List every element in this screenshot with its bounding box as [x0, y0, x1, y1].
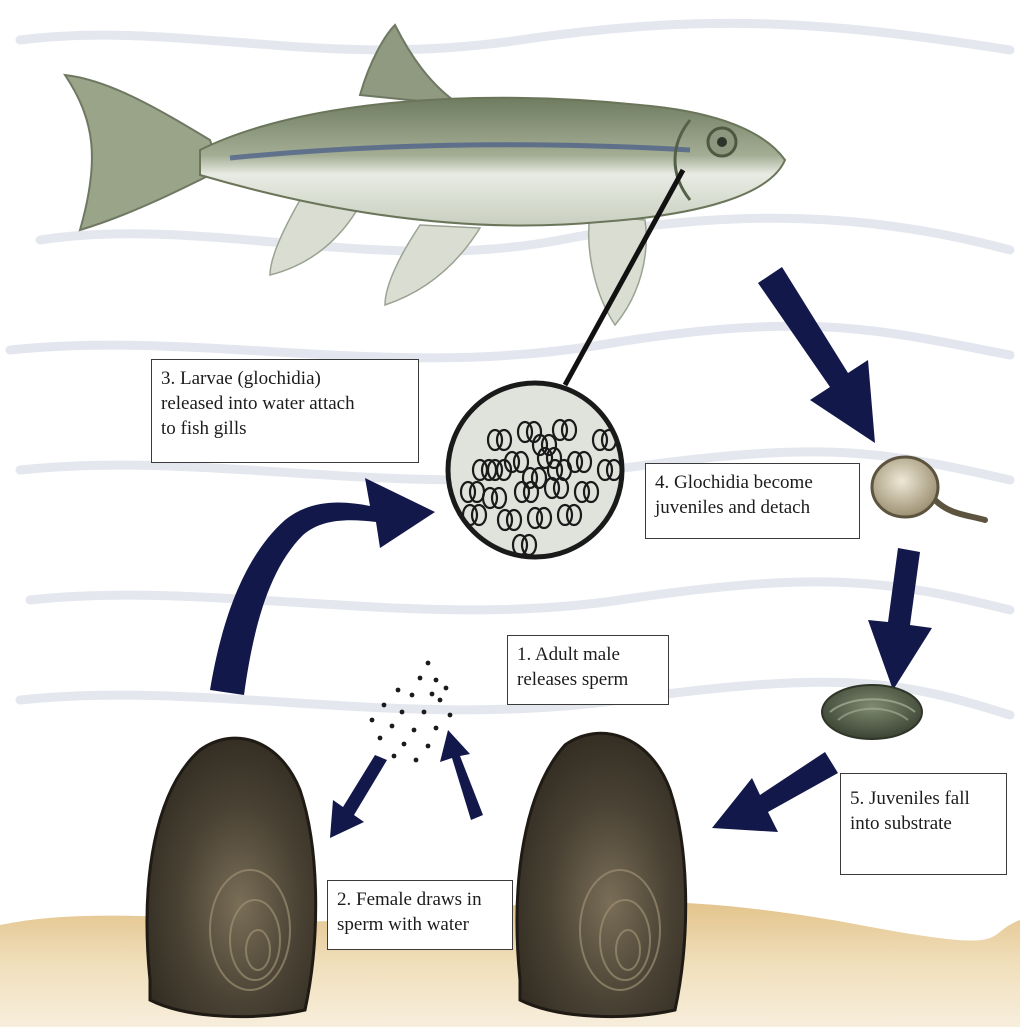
- arrow-fish-to-glochidium: [758, 267, 875, 443]
- sperm-dot: [422, 710, 427, 715]
- sperm-dot: [434, 726, 439, 731]
- sperm-dot: [438, 698, 443, 703]
- sperm-dot: [400, 710, 405, 715]
- sperm-dot: [378, 736, 383, 741]
- sperm-dot: [382, 703, 387, 708]
- female-mussel-icon: [147, 738, 316, 1016]
- sperm-dot: [410, 693, 415, 698]
- arrow-glochidium-to-juvenile: [868, 548, 932, 690]
- sperm-dot: [396, 688, 401, 693]
- male-mussel-icon: [517, 733, 686, 1016]
- step-2-label: 2. Female draws in sperm with water: [327, 880, 513, 950]
- sperm-dot: [414, 758, 419, 763]
- arrow-juvenile-to-mussel: [712, 752, 838, 832]
- step-4-label: 4. Glochidia become juveniles and detach: [645, 463, 860, 539]
- sperm-dot: [412, 728, 417, 733]
- arrow-sperm-to-female: [330, 755, 387, 838]
- arrow-mussel-to-lens: [210, 478, 435, 695]
- sperm-dot: [434, 678, 439, 683]
- sperm-dot: [448, 713, 453, 718]
- sperm-dot: [430, 692, 435, 697]
- sperm-dot: [370, 718, 375, 723]
- sperm-dot: [444, 686, 449, 691]
- sperm-dot: [418, 676, 423, 681]
- sperm-dot: [402, 742, 407, 747]
- step-3-label: 3. Larvae (glochidia) released into wate…: [151, 359, 419, 463]
- fish-illustration: [65, 25, 785, 325]
- magnifier-circle: [448, 383, 622, 557]
- sperm-dot: [426, 744, 431, 749]
- step-5-label: 5. Juveniles fall into substrate: [840, 773, 1007, 875]
- juvenile-mussel-icon: [822, 685, 922, 739]
- sperm-dot: [426, 661, 431, 666]
- step-1-label: 1. Adult male releases sperm: [507, 635, 669, 705]
- sperm-dot: [390, 724, 395, 729]
- sperm-dot: [392, 754, 397, 759]
- arrow-male-to-sperm: [440, 730, 483, 820]
